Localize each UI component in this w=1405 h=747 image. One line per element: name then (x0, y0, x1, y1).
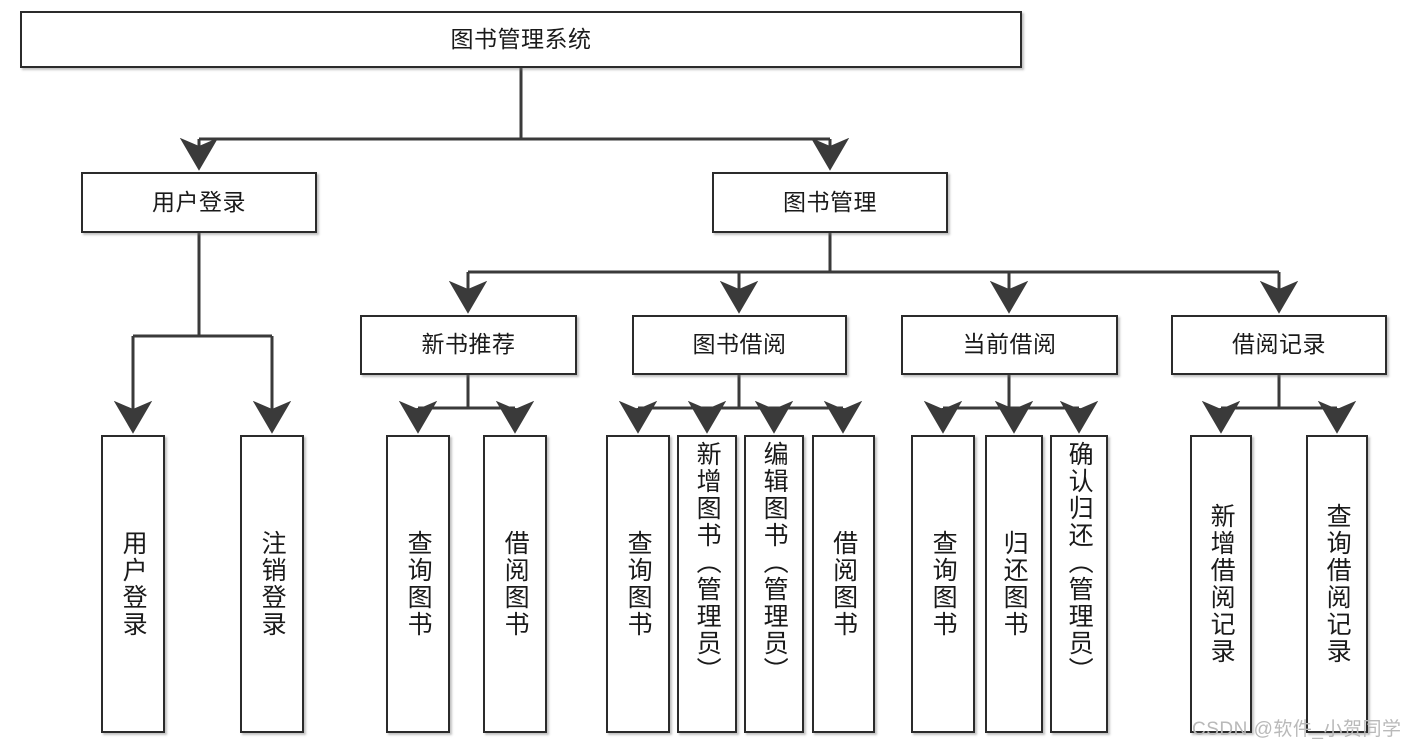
node-leaf-query-book-2[interactable]: 查询图书 (606, 435, 670, 733)
node-leaf-query-book-3[interactable]: 查询图书 (911, 435, 975, 733)
node-leaf-add-borrow-record-label: 新增借阅记录 (1207, 503, 1236, 665)
node-leaf-logout-label: 注销登录 (258, 530, 287, 638)
node-leaf-confirm-return-admin[interactable]: 确认归还（管理员） (1050, 435, 1108, 733)
node-leaf-edit-book-admin-label: 编辑图书（管理员） (760, 441, 789, 684)
csdn-watermark: CSDN @软件_小贺同学 (1192, 719, 1402, 740)
node-current-borrow[interactable]: 当前借阅 (901, 315, 1118, 375)
node-borrow-record[interactable]: 借阅记录 (1171, 315, 1387, 375)
node-root-label: 图书管理系统 (450, 25, 592, 52)
node-leaf-query-book-1-label: 查询图书 (404, 530, 433, 638)
node-user-login[interactable]: 用户登录 (81, 172, 317, 233)
node-leaf-query-book-1[interactable]: 查询图书 (386, 435, 450, 733)
node-book-borrow-label: 图书借阅 (692, 331, 787, 358)
node-leaf-edit-book-admin[interactable]: 编辑图书（管理员） (744, 435, 804, 733)
node-leaf-add-book-admin[interactable]: 新增图书（管理员） (677, 435, 737, 733)
node-book-management[interactable]: 图书管理 (712, 172, 948, 233)
node-leaf-add-book-admin-label: 新增图书（管理员） (693, 441, 722, 684)
node-leaf-borrow-book-1[interactable]: 借阅图书 (483, 435, 547, 733)
node-new-book-recommend[interactable]: 新书推荐 (360, 315, 577, 375)
node-leaf-user-login[interactable]: 用户登录 (101, 435, 165, 733)
node-user-login-label: 用户登录 (152, 188, 246, 215)
node-book-borrow[interactable]: 图书借阅 (632, 315, 847, 375)
node-leaf-query-borrow-record-label: 查询借阅记录 (1323, 503, 1352, 665)
node-leaf-borrow-book-2-label: 借阅图书 (829, 530, 858, 638)
node-leaf-query-book-2-label: 查询图书 (624, 530, 653, 638)
node-borrow-record-label: 借阅记录 (1232, 331, 1326, 358)
node-leaf-add-borrow-record[interactable]: 新增借阅记录 (1190, 435, 1252, 733)
node-leaf-return-book-label: 归还图书 (1000, 530, 1029, 638)
node-leaf-borrow-book-1-label: 借阅图书 (501, 530, 530, 638)
node-root[interactable]: 图书管理系统 (20, 11, 1022, 68)
node-leaf-query-book-3-label: 查询图书 (929, 530, 958, 638)
node-leaf-borrow-book-2[interactable]: 借阅图书 (812, 435, 875, 733)
node-current-borrow-label: 当前借阅 (962, 331, 1057, 358)
node-book-management-label: 图书管理 (783, 188, 877, 215)
node-new-book-recommend-label: 新书推荐 (421, 331, 516, 358)
node-leaf-user-login-label: 用户登录 (119, 530, 148, 638)
node-leaf-query-borrow-record[interactable]: 查询借阅记录 (1306, 435, 1368, 733)
node-leaf-return-book[interactable]: 归还图书 (985, 435, 1043, 733)
node-leaf-confirm-return-admin-label: 确认归还（管理员） (1065, 441, 1094, 684)
node-leaf-logout[interactable]: 注销登录 (240, 435, 304, 733)
